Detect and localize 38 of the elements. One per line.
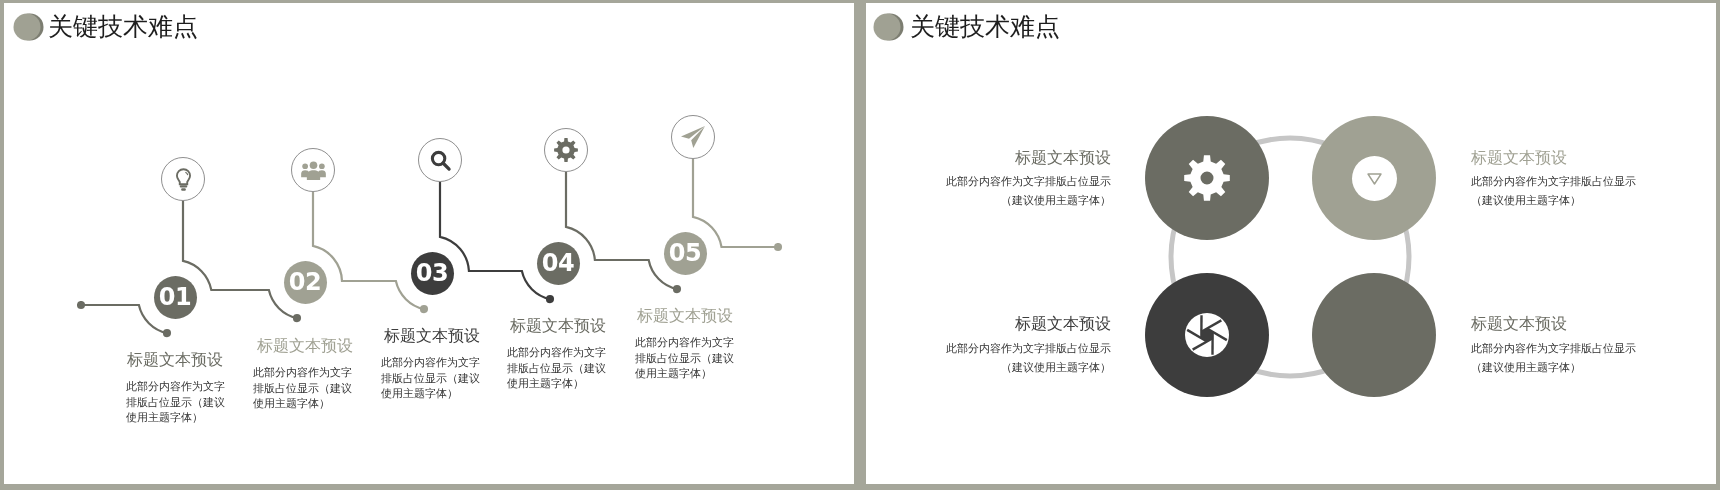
number-circle: 01 bbox=[153, 275, 197, 319]
item-description: 此部分内容作为文字排版占位显示（建议使用主题字体） bbox=[1471, 174, 1637, 209]
item-heading: 标题文本预设 bbox=[637, 305, 733, 327]
number-circle: 02 bbox=[283, 260, 327, 304]
item-heading: 标题文本预设 bbox=[1471, 147, 1567, 169]
item-heading: 标题文本预设 bbox=[1015, 147, 1111, 169]
number-circle: 04 bbox=[536, 241, 580, 285]
item-description: 此部分内容作为文字排版占位显示（建议使用主题字体） bbox=[126, 379, 226, 426]
item-description: 此部分内容作为文字排版占位显示（建议使用主题字体） bbox=[945, 174, 1111, 209]
item-heading: 标题文本预设 bbox=[257, 335, 353, 357]
connector-line bbox=[181, 201, 302, 323]
item-heading: 标题文本预设 bbox=[1471, 313, 1567, 335]
number-circle: 05 bbox=[663, 231, 707, 275]
item-heading: 标题文本预设 bbox=[127, 349, 223, 371]
connector-line bbox=[311, 192, 429, 314]
connector-line bbox=[76, 300, 172, 338]
item-description: 此部分内容作为文字排版占位显示（建议使用主题字体） bbox=[253, 365, 353, 412]
item-description: 此部分内容作为文字排版占位显示（建议使用主题字体） bbox=[635, 335, 735, 382]
icon-circle bbox=[671, 115, 715, 159]
icon-circle bbox=[291, 148, 335, 192]
icon-circle bbox=[544, 128, 588, 172]
item-description: 此部分内容作为文字排版占位显示（建议使用主题字体） bbox=[1471, 341, 1637, 376]
number-circle: 03 bbox=[410, 251, 454, 295]
item-heading: 标题文本预设 bbox=[510, 315, 606, 337]
item-description: 此部分内容作为文字排版占位显示（建议使用主题字体） bbox=[945, 341, 1111, 376]
slide-panel bbox=[4, 3, 854, 484]
slide-title: 关键技术难点 bbox=[910, 12, 1060, 42]
connector-line bbox=[438, 182, 555, 304]
slide-title: 关键技术难点 bbox=[48, 12, 198, 42]
item-description: 此部分内容作为文字排版占位显示（建议使用主题字体） bbox=[381, 355, 481, 402]
connector-line bbox=[564, 172, 682, 294]
item-heading: 标题文本预设 bbox=[384, 325, 480, 347]
icon-circle bbox=[418, 138, 462, 182]
slide-panel bbox=[866, 3, 1716, 484]
connector-line bbox=[691, 159, 783, 252]
item-heading: 标题文本预设 bbox=[1015, 313, 1111, 335]
item-description: 此部分内容作为文字排版占位显示（建议使用主题字体） bbox=[507, 345, 607, 392]
icon-circle bbox=[161, 157, 205, 201]
